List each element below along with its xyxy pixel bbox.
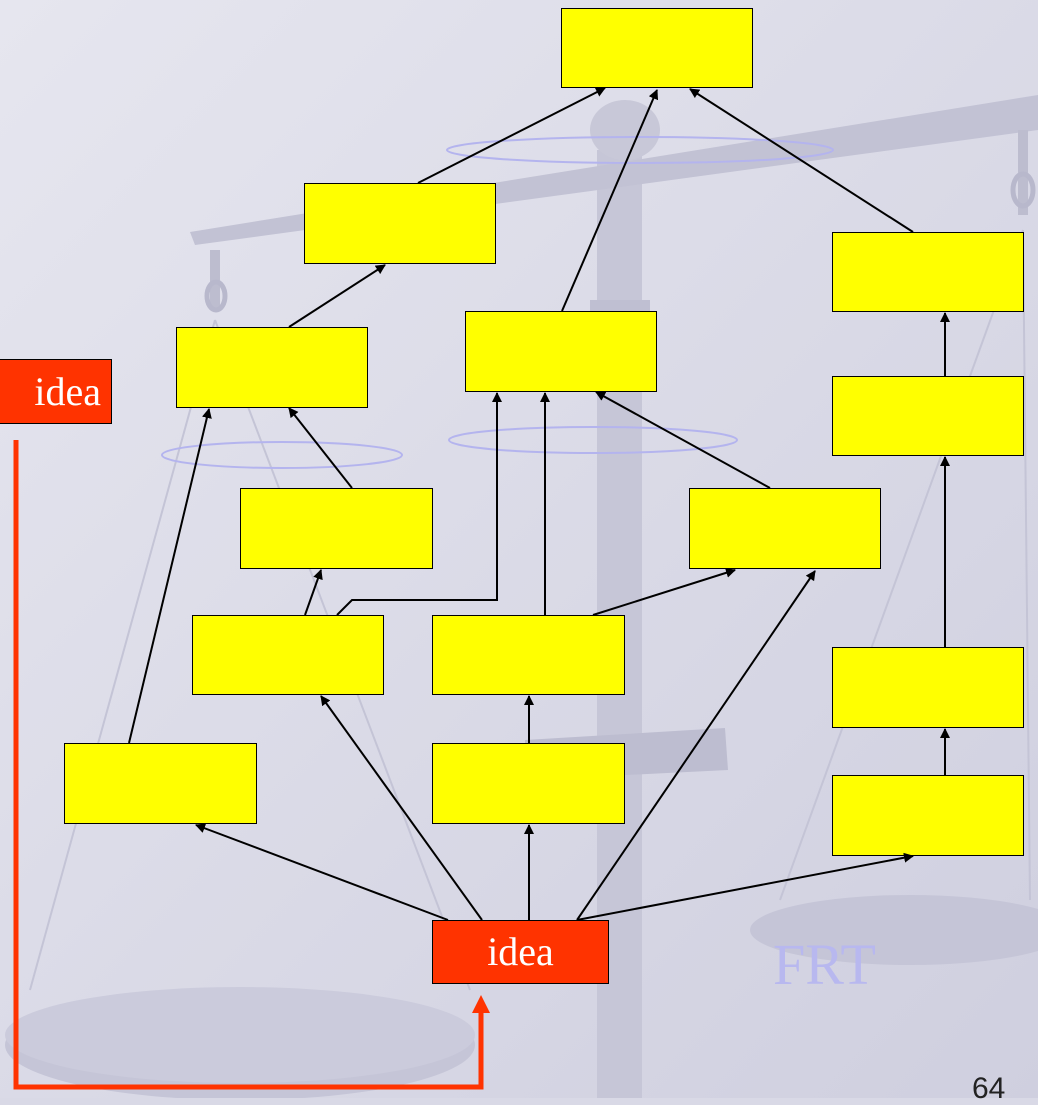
page-number: 64 [972, 1072, 1006, 1105]
feedback-loop-arrow [13, 440, 490, 1090]
node-center-bottom [432, 743, 625, 824]
edge-centerlower-to-centerright [592, 567, 736, 616]
idea-box-main: idea [432, 920, 609, 984]
edge-idea-to-centerright [576, 570, 816, 921]
edge-leftlowerb-to-leftlowera [304, 569, 323, 616]
edge-upperleft-to-top [417, 87, 606, 184]
edge-idea-to-rightbottom [576, 852, 914, 921]
idea-side-label: idea [34, 368, 101, 414]
edge-righttop-to-top [689, 88, 914, 233]
edge-idea-to-leftbottom [195, 823, 449, 921]
edge-idea-to-leftlowerb [320, 695, 483, 921]
edge-centerright-to-centerupper [595, 391, 771, 489]
node-center-upper [465, 311, 657, 392]
node-upper-left [304, 183, 496, 264]
edge-leftmid-to-upperleft [288, 264, 386, 328]
node-left-bottom [64, 743, 257, 824]
node-left-lower-b [192, 615, 384, 695]
node-left-lower-a [240, 488, 433, 569]
idea-box-side: idea [0, 359, 112, 424]
edge-centerupper-to-top [561, 89, 659, 312]
node-right-bottom [832, 775, 1024, 856]
edge-leftlowerb-to-centerupper [336, 392, 502, 616]
node-right-mid [832, 376, 1024, 456]
node-center-right [689, 488, 881, 569]
node-center-lower [432, 615, 625, 695]
node-right-top [832, 232, 1024, 312]
node-left-mid [176, 327, 368, 408]
edge-leftlowera-to-leftmid [288, 407, 353, 489]
node-top [561, 8, 753, 88]
idea-main-label: idea [487, 929, 554, 974]
edge-leftbottom-to-leftmid [128, 408, 212, 744]
watermark-text: FRT [773, 932, 876, 997]
node-right-lower [832, 647, 1024, 728]
